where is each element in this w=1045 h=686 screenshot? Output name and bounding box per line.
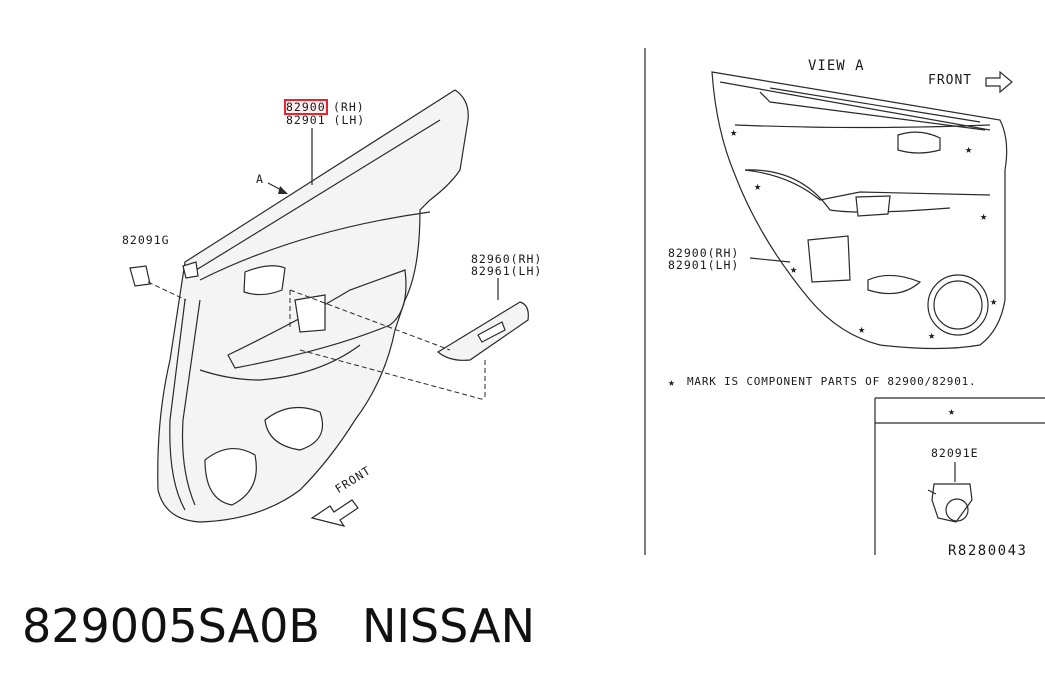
- view-a-panel: [711, 71, 1008, 350]
- star-icon: ★: [790, 262, 799, 276]
- view-title: VIEW A: [808, 58, 865, 74]
- switch-label-rh: 82960(RH): [471, 252, 543, 266]
- front-arrow-right: [985, 70, 1013, 94]
- front-arrow-left: [310, 499, 359, 527]
- view-marker: A: [256, 172, 264, 186]
- part-suffix-rh: (RH): [333, 100, 365, 114]
- view-part-label-rh: 82900(RH): [668, 246, 740, 260]
- legend-table-header: ★: [948, 404, 956, 418]
- star-icon: ★: [980, 209, 989, 223]
- window-switch: [289, 278, 529, 401]
- legend-clip-label: 82091E: [931, 446, 979, 460]
- star-icon: ★: [858, 322, 867, 336]
- star-icon: ★: [754, 179, 763, 193]
- legend-star-icon: ★: [668, 375, 676, 389]
- view-part-label-lh: 82901(LH): [668, 258, 740, 272]
- star-icon: ★: [965, 142, 974, 156]
- front-label-right: FRONT: [928, 73, 973, 88]
- product-title: 829005SA0B NISSAN: [22, 598, 535, 654]
- legend-note: MARK IS COMPONENT PARTS OF 82900/82901.: [687, 375, 977, 388]
- star-icon: ★: [928, 328, 937, 342]
- star-icon: ★: [990, 294, 999, 308]
- switch-label-lh: 82961(LH): [471, 264, 543, 278]
- part-label-lh: 82901 (LH): [286, 113, 366, 127]
- part-number-highlight[interactable]: 82900: [284, 99, 328, 115]
- product-part-number: 829005SA0B: [22, 599, 320, 653]
- diagram-ref-code: R8280043: [948, 543, 1028, 559]
- clip-82091g: [129, 265, 187, 301]
- legend-table: [874, 397, 1045, 555]
- star-icon: ★: [730, 125, 739, 139]
- product-brand: NISSAN: [361, 599, 536, 653]
- clip-label: 82091G: [122, 233, 170, 247]
- door-trim-panel: [157, 89, 469, 523]
